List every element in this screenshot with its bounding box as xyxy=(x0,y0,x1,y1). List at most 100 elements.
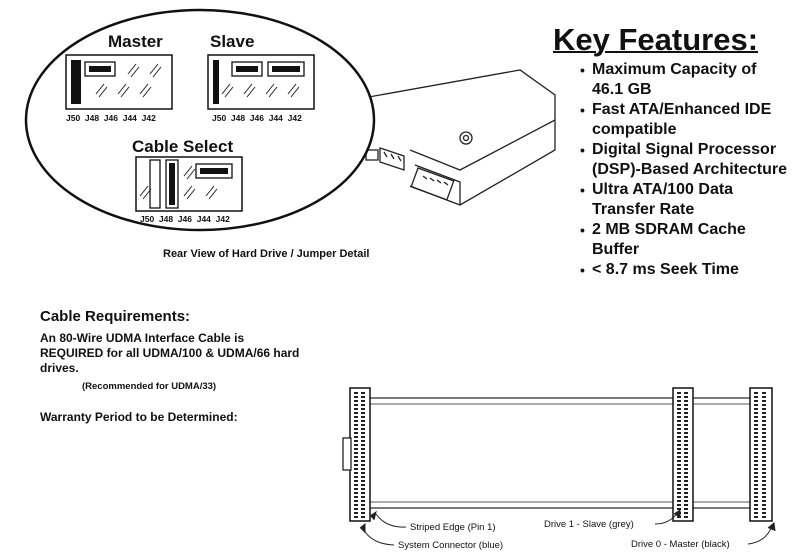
connector-pin xyxy=(361,492,365,494)
connector-pin xyxy=(754,444,758,446)
connector-pin xyxy=(354,412,358,414)
system-connector-leader xyxy=(363,529,395,546)
connector-pin xyxy=(754,428,758,430)
connector-pin xyxy=(361,440,365,442)
connector-pin xyxy=(677,424,681,426)
connector-pin xyxy=(361,496,365,498)
striped-edge-label: Striped Edge (Pin 1) xyxy=(410,522,496,533)
connector-pin xyxy=(762,468,766,470)
connector-pin xyxy=(354,516,358,518)
connector-pin xyxy=(754,468,758,470)
connector-pin xyxy=(677,468,681,470)
key-features-title: Key Features: xyxy=(553,22,759,57)
connector-pin xyxy=(361,472,365,474)
connector-pin xyxy=(684,392,688,394)
connector-pin xyxy=(762,508,766,510)
connector-pin xyxy=(754,432,758,434)
cable-select-pin-labels: J50 J48 J46 J44 J42 xyxy=(140,214,230,224)
feature-item: Ultra ATA/100 Data Transfer Rate xyxy=(580,180,792,220)
connector-pin xyxy=(354,448,358,450)
key-features-list: Maximum Capacity of 46.1 GB Fast ATA/Enh… xyxy=(580,60,792,280)
connector-pin xyxy=(354,484,358,486)
connector-pin xyxy=(754,472,758,474)
connector-pin xyxy=(361,500,365,502)
connector-pin xyxy=(754,420,758,422)
rear-view-caption: Rear View of Hard Drive / Jumper Detail xyxy=(163,248,370,260)
connector-pin xyxy=(361,412,365,414)
connector-pin xyxy=(762,500,766,502)
connector-pin xyxy=(684,496,688,498)
feature-item: Digital Signal Processor (DSP)-Based Arc… xyxy=(580,140,792,180)
connector-pin xyxy=(677,396,681,398)
connector-pin xyxy=(762,464,766,466)
connector-pin xyxy=(677,496,681,498)
connector-pin xyxy=(754,448,758,450)
connector-pin xyxy=(354,408,358,410)
connector-pin xyxy=(754,392,758,394)
connector-pin xyxy=(354,420,358,422)
drive1-label: Drive 1 - Slave (grey) xyxy=(544,519,634,530)
connector-pin xyxy=(354,456,358,458)
drive0-connector xyxy=(749,387,773,522)
slave-jumper-block: Slave J50 J48 J46 J44 J42 xyxy=(207,32,315,123)
connector-pin xyxy=(677,392,681,394)
connector-pin xyxy=(762,476,766,478)
feature-item: 2 MB SDRAM Cache Buffer xyxy=(580,220,792,260)
connector-pin xyxy=(684,452,688,454)
connector-pin xyxy=(684,440,688,442)
connector-pin xyxy=(354,492,358,494)
connector-pin xyxy=(361,444,365,446)
connector-pin xyxy=(354,452,358,454)
master-label: Master xyxy=(108,32,163,51)
connector-pin xyxy=(762,436,766,438)
connector-pin xyxy=(684,460,688,462)
drive1-connector xyxy=(672,387,694,522)
connector-pin xyxy=(762,484,766,486)
connector-pin xyxy=(684,432,688,434)
connector-pin xyxy=(354,464,358,466)
connector-pin xyxy=(684,508,688,510)
connector-pin xyxy=(354,512,358,514)
connector-pin xyxy=(684,396,688,398)
connector-pin xyxy=(754,500,758,502)
warranty-text: Warranty Period to be Determined: xyxy=(40,410,238,424)
connector-pin xyxy=(762,516,766,518)
connector-pin xyxy=(361,416,365,418)
connector-pin xyxy=(754,456,758,458)
connector-pin xyxy=(762,420,766,422)
connector-pin xyxy=(361,428,365,430)
connector-pin xyxy=(354,428,358,430)
connector-pin xyxy=(762,492,766,494)
feature-item: Fast ATA/Enhanced IDE compatible xyxy=(580,100,792,140)
connector-pin xyxy=(684,420,688,422)
connector-pin xyxy=(762,460,766,462)
connector-pin xyxy=(754,504,758,506)
cable-requirements-description: An 80-Wire UDMA Interface Cable is REQUI… xyxy=(40,331,300,375)
connector-pin xyxy=(677,464,681,466)
jumper-detail-illustration: Master J50 J48 J46 J44 J42 Slave J50 J48 xyxy=(24,8,556,232)
connector-pin xyxy=(677,500,681,502)
connector-pin xyxy=(754,496,758,498)
connector-pin xyxy=(762,472,766,474)
connector-pin xyxy=(361,424,365,426)
connector-pin xyxy=(354,392,358,394)
connector-pin xyxy=(361,512,365,514)
connector-pin xyxy=(762,416,766,418)
connector-pin xyxy=(754,424,758,426)
connector-pin xyxy=(684,416,688,418)
connector-pin xyxy=(684,488,688,490)
connector-pin xyxy=(677,428,681,430)
master-jumper-block: Master J50 J48 J46 J44 J42 xyxy=(65,32,173,123)
connector-pin xyxy=(354,508,358,510)
connector-pin xyxy=(361,488,365,490)
connector-pin xyxy=(754,440,758,442)
connector-pin xyxy=(762,428,766,430)
connector-pin xyxy=(762,432,766,434)
connector-pin xyxy=(361,480,365,482)
master-pin-labels: J50 J48 J46 J44 J42 xyxy=(66,113,156,123)
connector-pin xyxy=(762,400,766,402)
connector-pin xyxy=(677,440,681,442)
connector-pin xyxy=(684,500,688,502)
connector-pin xyxy=(677,452,681,454)
connector-pin xyxy=(762,392,766,394)
